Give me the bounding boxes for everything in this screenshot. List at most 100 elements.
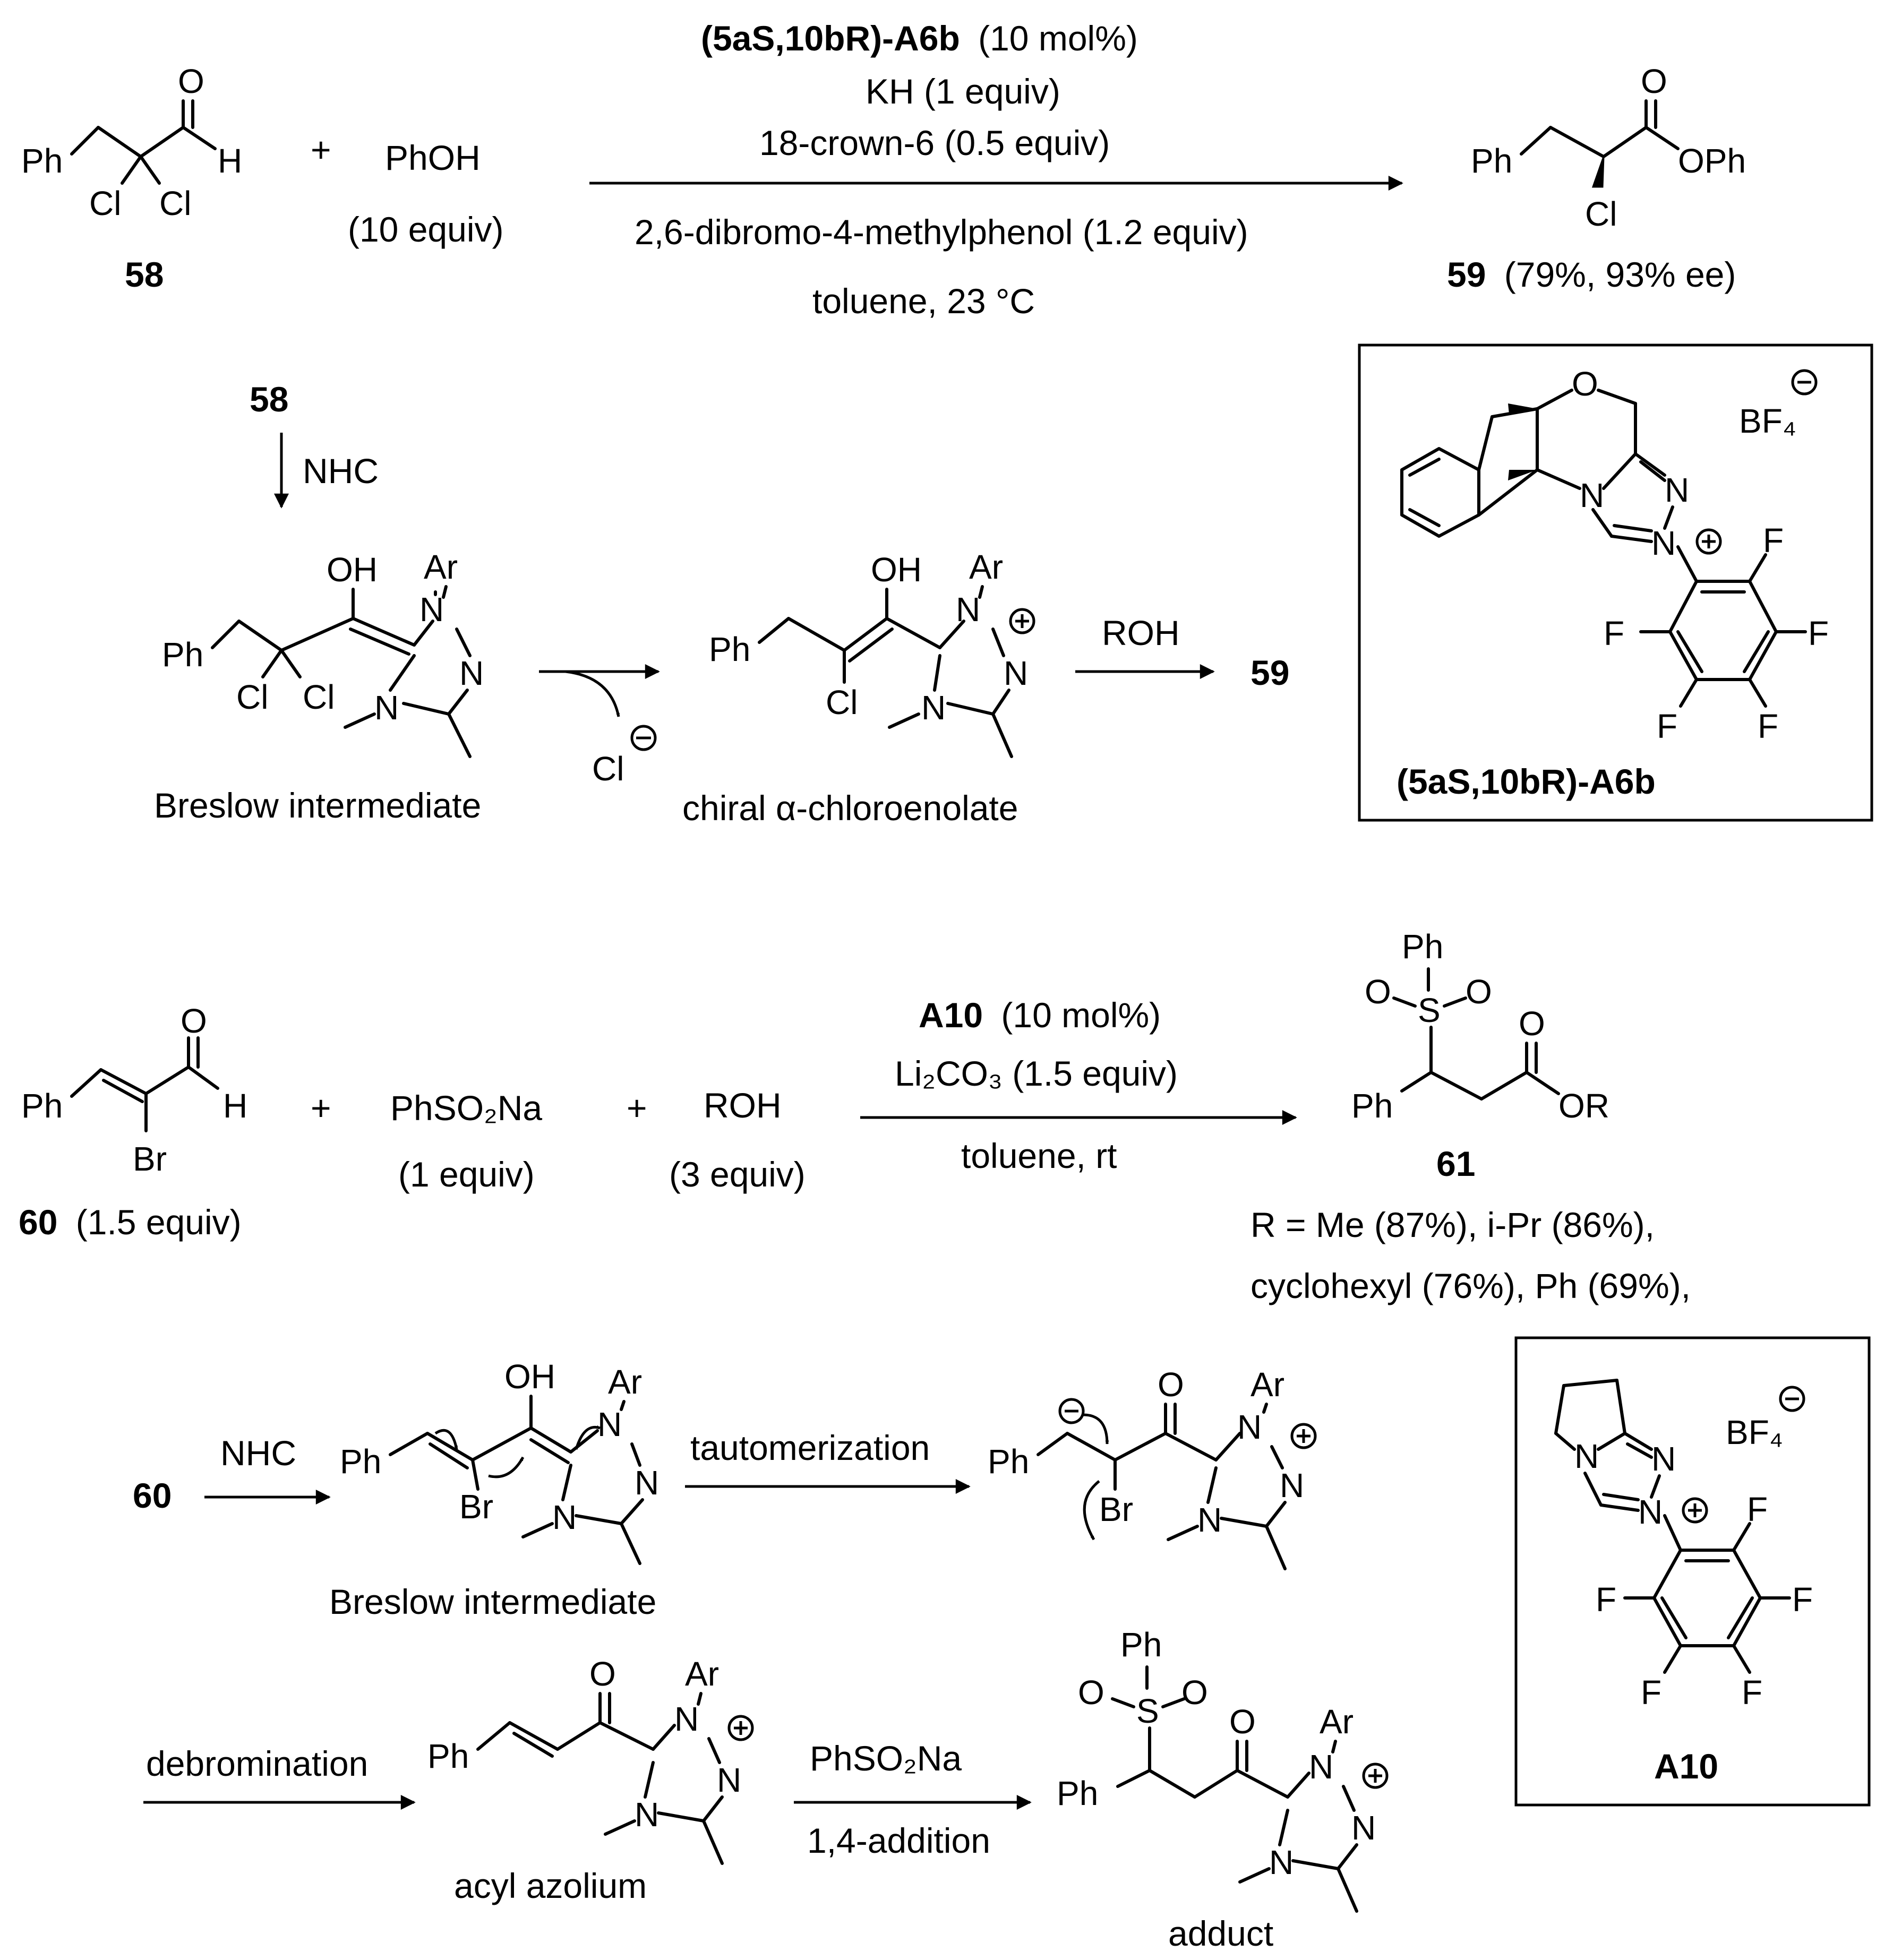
positive-charge (1682, 1497, 1708, 1524)
compound-59: Ph Cl O OPh 59 (79%, 93% ee) (1447, 62, 1746, 294)
atom-ph: Ph (162, 635, 203, 674)
atom-or: OR (1558, 1087, 1609, 1125)
atom-f: F (1747, 1490, 1768, 1528)
curved-arrow (565, 670, 620, 717)
atom-n: N (1197, 1501, 1222, 1539)
atom-bf4: BF₄ (1739, 402, 1796, 440)
compound-label-58: 58 (125, 255, 164, 294)
atom-o: O (1641, 62, 1667, 100)
atom-ph: Ph (1057, 1774, 1098, 1812)
reagent-roh: ROH (704, 1086, 782, 1125)
atom-o: O (1181, 1673, 1208, 1712)
atom-n: N (1574, 1437, 1599, 1475)
bromo-carbanion: Ph Br O N Ar N N (988, 1365, 1317, 1570)
catalyst-box (1514, 1336, 1871, 1807)
atom-oph: OPh (1678, 142, 1746, 180)
atom-o: O (1078, 1673, 1104, 1712)
atom-n: N (1580, 476, 1604, 514)
nhc-label: NHC (220, 1433, 296, 1473)
atom-cl: Cl (826, 683, 858, 721)
atom-ar: Ar (424, 548, 458, 586)
atom-n: N (1651, 524, 1676, 562)
atom-f: F (1758, 707, 1778, 745)
atom-n: N (1237, 1408, 1262, 1446)
condition-solvent: toluene, rt (961, 1136, 1117, 1175)
atom-ar: Ar (969, 548, 1003, 586)
atom-o: O (1158, 1365, 1184, 1404)
reagent-sulfinate-equiv: (1 equiv) (398, 1155, 535, 1194)
catalyst-box-a10: N N N BF₄ F F F F F A10 (1514, 1336, 1871, 1807)
mech-start-60: 60 (133, 1476, 172, 1515)
atom-f: F (1604, 614, 1624, 652)
reagent-sulfinate: PhSO₂Na (390, 1088, 542, 1128)
atom-o: O (181, 1002, 207, 1040)
atom-f: F (1763, 521, 1784, 560)
roh-label: ROH (1102, 613, 1180, 652)
acyl-azolium: Ph O N Ar N N acyl azolium (427, 1655, 754, 1905)
atom-o: O (178, 62, 204, 100)
tautomerization-label: tautomerization (690, 1428, 930, 1467)
atom-o: O (1572, 365, 1598, 403)
atom-cl: Cl (89, 184, 121, 222)
catalyst-a10-label: A10 (1654, 1747, 1718, 1786)
chloroenolate: Ph Cl OH N Ar N N chiral α-chloroenolate (682, 548, 1035, 828)
negative-charge (1058, 1398, 1085, 1424)
atom-n: N (921, 689, 946, 727)
atom-n: N (1004, 654, 1028, 692)
atom-n: N (1651, 1440, 1676, 1478)
debromination-label: debromination (146, 1744, 368, 1783)
product-59-caption: 59 (79%, 93% ee) (1447, 255, 1736, 294)
negative-charge (1779, 1386, 1805, 1412)
catalyst-box (1358, 343, 1873, 822)
positive-charge (1695, 528, 1722, 555)
atom-n: N (717, 1761, 741, 1799)
enolate-caption: chiral α-chloroenolate (682, 788, 1018, 828)
atom-ph: Ph (988, 1442, 1029, 1481)
atom-oh: OH (504, 1357, 555, 1396)
atom-ph: Ph (21, 142, 63, 180)
atom-s: S (1418, 991, 1441, 1029)
compound-60-caption: 60 (1.5 equiv) (19, 1202, 242, 1242)
atom-cl: Cl (159, 184, 191, 222)
condition-base: KH (1 equiv) (866, 72, 1060, 111)
atom-f: F (1657, 707, 1677, 745)
atom-br: Br (1099, 1490, 1133, 1528)
sulfinate-label: PhSO₂Na (810, 1739, 962, 1778)
atom-ph: Ph (340, 1442, 381, 1481)
atom-f: F (1641, 1673, 1661, 1712)
atom-f: F (1596, 1580, 1616, 1619)
atom-ph: Ph (1471, 142, 1512, 180)
atom-ph: Ph (1351, 1087, 1393, 1125)
atom-ar: Ar (1250, 1365, 1284, 1404)
atom-n: N (1351, 1809, 1376, 1847)
atom-n: N (374, 689, 399, 727)
mech-start-58: 58 (250, 380, 288, 419)
negative-charge (630, 725, 657, 751)
atom-o: O (1519, 1004, 1545, 1043)
adduct: Ph S O O Ph O N Ar N N adduct (1057, 1626, 1389, 1953)
condition-solvent: toluene, 23 °C (812, 281, 1035, 321)
atom-cl: Cl (592, 750, 624, 788)
atom-n: N (1638, 1493, 1663, 1531)
atom-o: O (1466, 973, 1492, 1011)
positive-charge (1362, 1763, 1389, 1789)
atom-n: N (635, 1795, 659, 1834)
atom-ph: Ph (427, 1737, 469, 1775)
atom-oh: OH (871, 551, 922, 589)
atom-ph: Ph (709, 630, 750, 668)
atom-n: N (956, 590, 980, 629)
adduct-caption: adduct (1168, 1914, 1273, 1953)
atom-n: N (419, 590, 444, 629)
breslow-1-caption: Breslow intermediate (154, 786, 481, 825)
compound-label-61: 61 (1436, 1144, 1475, 1183)
scope-line-1: R = Me (87%), i-Pr (86%), (1250, 1205, 1655, 1244)
atom-ar: Ar (608, 1363, 642, 1401)
plus-sign: + (311, 1088, 331, 1128)
atom-f: F (1742, 1673, 1762, 1712)
atom-ph: Ph (1402, 927, 1443, 966)
catalyst-box-a6b: O N N N BF₄ F F F F F (5aS,10b (1358, 343, 1873, 822)
atom-n: N (1280, 1466, 1304, 1505)
addition-label: 1,4-addition (807, 1821, 990, 1860)
plus-sign: + (627, 1088, 647, 1128)
compound-61: Ph S O O Ph O OR 61 R = Me (87%), i-Pr (… (1250, 927, 1691, 1305)
